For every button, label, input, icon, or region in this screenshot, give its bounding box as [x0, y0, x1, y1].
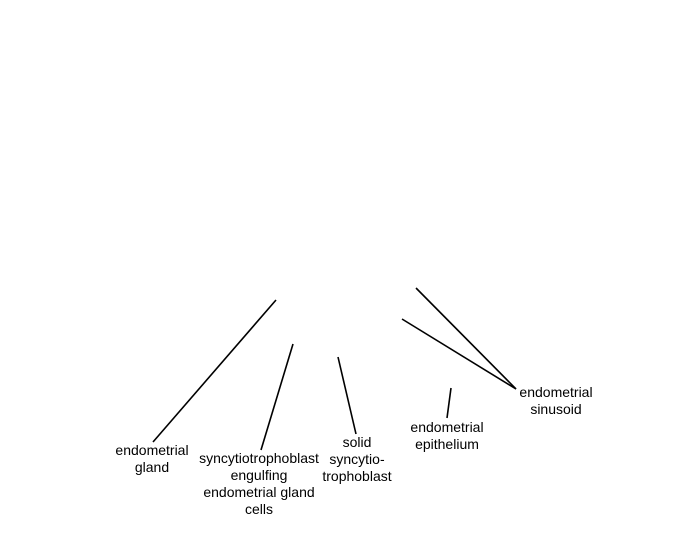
leader-line-endometrial-sinusoid-upper	[415, 287, 517, 390]
leader-line-solid-syncytiotrophoblast	[337, 356, 357, 435]
leader-line-syncytiotrophoblast-engulfing	[260, 343, 294, 451]
leader-line-endometrial-gland	[152, 299, 277, 443]
label-syncytiotrophoblast-engulfing: syncytiotrophoblast engulfing endometria…	[199, 450, 319, 518]
label-line: trophoblast	[322, 468, 392, 484]
label-line: endometrial	[519, 384, 593, 400]
label-line: engulfing	[230, 467, 288, 483]
leader-line-endometrial-sinusoid-lower	[401, 318, 517, 390]
label-line: endometrial	[115, 442, 189, 458]
label-endometrial-sinusoid: endometrial sinusoid	[519, 384, 592, 418]
label-line: solid	[342, 434, 372, 450]
label-line: endometrial gland	[203, 484, 315, 500]
label-endometrial-epithelium: endometrial epithelium	[410, 419, 483, 453]
label-line: syncytio-	[329, 451, 385, 467]
label-line: epithelium	[415, 436, 479, 452]
label-solid-syncytiotrophoblast: solid syncytio- trophoblast	[322, 434, 391, 485]
label-line: endometrial	[410, 419, 484, 435]
label-line: cells	[244, 501, 273, 517]
label-endometrial-gland: endometrial gland	[115, 442, 188, 476]
label-line: gland	[134, 459, 170, 475]
label-line: sinusoid	[530, 401, 582, 417]
leader-line-endometrial-epithelium	[446, 387, 452, 419]
label-line: syncytiotrophoblast	[199, 450, 319, 466]
